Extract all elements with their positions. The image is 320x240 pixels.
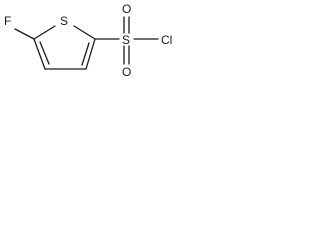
- atom-sulfonyl-sulfur: S: [122, 33, 130, 47]
- bond-s1-c2: [73, 25, 96, 40]
- bond-c5-s1: [33, 25, 56, 40]
- atom-oxygen-bottom: O: [122, 65, 131, 79]
- atom-chlorine: Cl: [161, 33, 172, 47]
- structure-diagram: F S S O O Cl: [4, 2, 172, 79]
- atom-fluorine: F: [4, 14, 11, 28]
- atom-oxygen-top: O: [122, 2, 131, 16]
- atom-ring-sulfur: S: [60, 14, 68, 28]
- bond-c2-c3-inner: [81, 42, 90, 66]
- bond-c2-c3: [85, 38, 96, 70]
- bond-c4-c5-inner: [39, 41, 50, 65]
- bond-f-c5: [14, 28, 35, 40]
- bond-c4-c5: [33, 38, 46, 70]
